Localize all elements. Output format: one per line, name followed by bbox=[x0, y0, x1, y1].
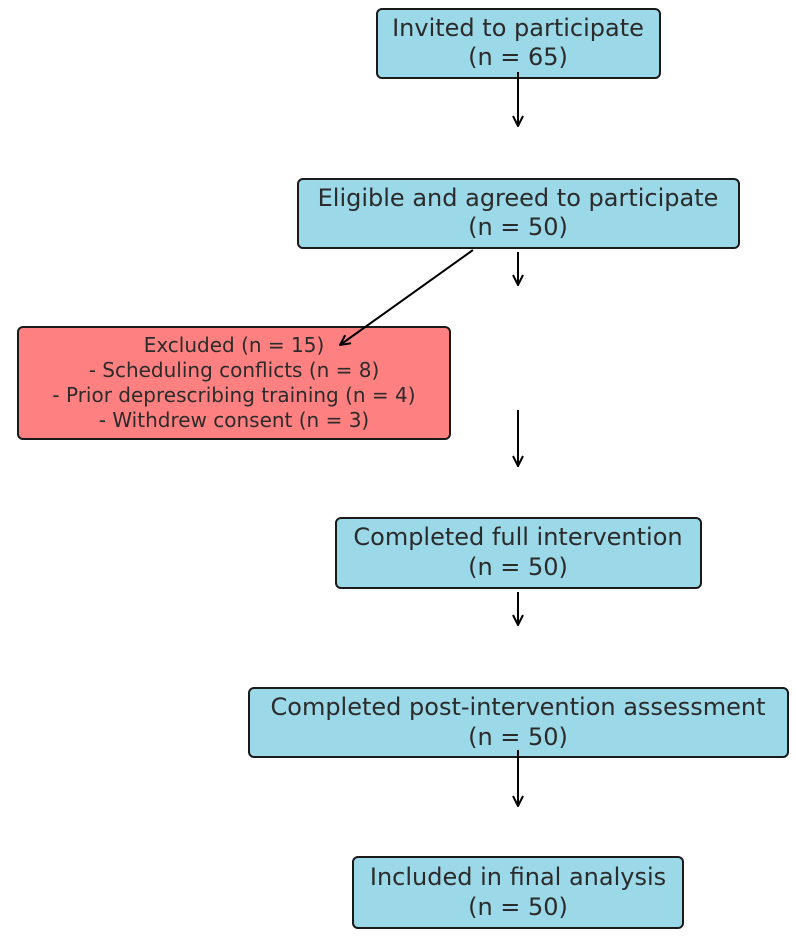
node-completed-assessment-count: (n = 50) bbox=[468, 723, 568, 751]
node-eligible-box bbox=[297, 178, 740, 249]
node-excluded-box bbox=[17, 326, 451, 440]
node-excluded: Excluded (n = 15) - Scheduling conflicts… bbox=[17, 326, 451, 440]
node-completed-assessment: Completed post-intervention assessment (… bbox=[248, 687, 789, 758]
node-completed-intervention-title: Completed full intervention bbox=[353, 523, 682, 551]
node-eligible-title: Eligible and agreed to participate bbox=[318, 184, 719, 212]
node-final-analysis-box bbox=[352, 856, 684, 929]
node-final-analysis-title: Included in final analysis bbox=[370, 863, 666, 891]
node-final-analysis-count: (n = 50) bbox=[468, 893, 568, 921]
node-excluded-reason-withdrew: - Withdrew consent (n = 3) bbox=[99, 408, 369, 432]
node-completed-intervention: Completed full intervention (n = 50) bbox=[335, 517, 702, 589]
node-final-analysis: Included in final analysis (n = 50) bbox=[352, 856, 684, 929]
node-excluded-title: Excluded (n = 15) bbox=[144, 333, 325, 357]
node-invited: Invited to participate (n = 65) bbox=[376, 8, 661, 79]
node-eligible-count: (n = 50) bbox=[468, 213, 568, 241]
arrow-eligible-to-excluded bbox=[340, 249, 474, 345]
node-completed-intervention-count: (n = 50) bbox=[468, 553, 568, 581]
node-completed-intervention-box bbox=[335, 517, 702, 589]
node-excluded-reason-scheduling: - Scheduling conflicts (n = 8) bbox=[89, 358, 380, 382]
node-excluded-reason-prior-training: - Prior deprescribing training (n = 4) bbox=[52, 383, 415, 407]
node-invited-count: (n = 65) bbox=[468, 43, 568, 71]
node-invited-title: Invited to participate bbox=[392, 14, 644, 42]
node-eligible: Eligible and agreed to participate (n = … bbox=[297, 178, 740, 249]
node-completed-assessment-title: Completed post-intervention assessment bbox=[271, 693, 766, 721]
